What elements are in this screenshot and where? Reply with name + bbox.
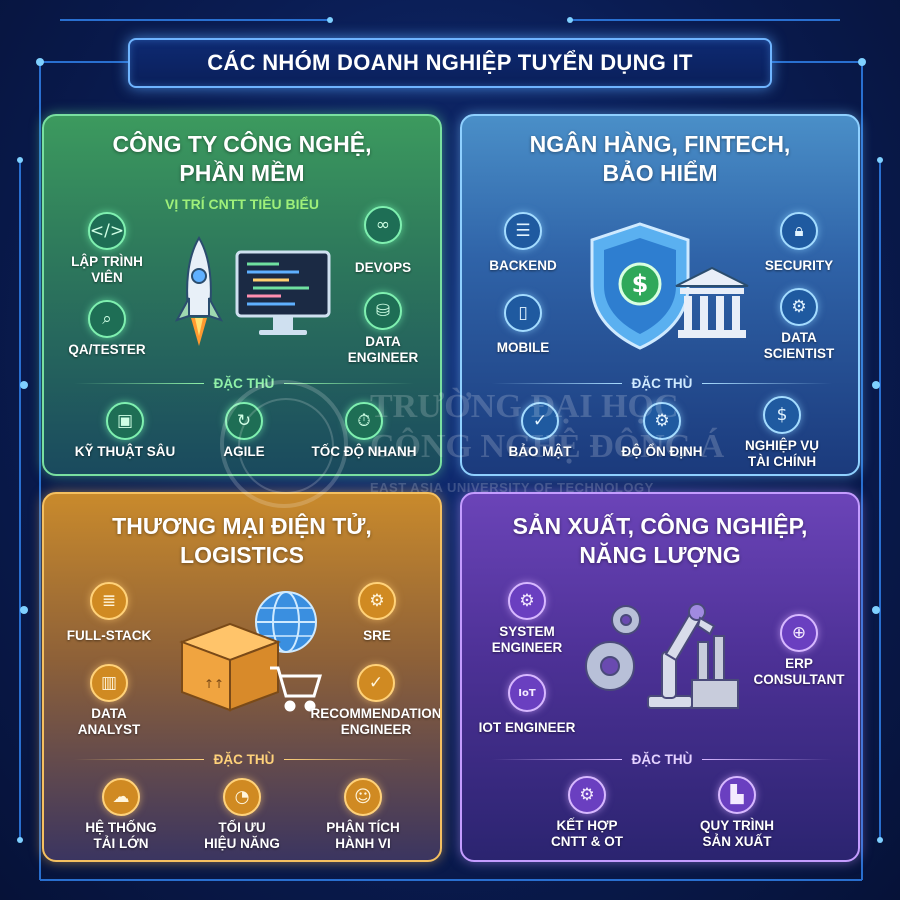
trait-security: ✓ BẢO MẬT (475, 402, 605, 460)
gear-wrench-icon: ⚙ (358, 582, 396, 620)
trait-high-load-system: ☁ HỆ THỐNG TẢI LỚN (56, 778, 186, 852)
trait-performance-optimization: ◔ TỐI ƯU HIỆU NĂNG (177, 778, 307, 852)
cloud-upload-icon: ☁ (102, 778, 140, 816)
server-icon: ☰ (504, 212, 542, 250)
panel-title-line1: NGÂN HÀNG, FINTECH, (529, 131, 791, 157)
trait-high-speed: ⏱ TỐC ĐỘ NHANH (299, 402, 429, 460)
panel-subtitle: VỊ TRÍ CNTT TIÊU BIỂU (165, 196, 319, 212)
infinity-icon: ∞ (364, 206, 402, 244)
head-gear-icon: ☺ (344, 778, 382, 816)
panel-manufacturing-energy: SẢN XUẤT, CÔNG NGHIỆP, NĂNG LƯỢNG ⚙ SYST… (460, 492, 860, 862)
panel-title-line2: PHẦN MỀM (179, 160, 305, 186)
trait-stability: ⚙ ĐỘ ỔN ĐỊNH (597, 402, 727, 460)
gear-wrench-icon: ⚙ (508, 582, 546, 620)
package-box-icon: ↑↑ (179, 622, 281, 712)
factory-icon (691, 635, 739, 709)
role-backend: ☰ BACKEND (462, 212, 588, 274)
svg-text:$: $ (632, 270, 649, 298)
traits-divider: ĐẶC THÙ (492, 751, 832, 767)
gear-check-icon: ✓ (357, 664, 395, 702)
gears-icon (585, 605, 641, 691)
trait-it-ot-integration: ⚙ KẾT HỢP CNTT & OT (522, 776, 652, 850)
trait-agile: ↻ AGILE (179, 402, 309, 460)
role-security: 🔒︎ SECURITY (734, 212, 858, 274)
role-mobile: ▯ MOBILE (462, 294, 588, 356)
magnifier-check-icon: ⌕ (88, 300, 126, 338)
panel-title-line1: CÔNG TY CÔNG NGHỆ, (112, 131, 372, 157)
database-gear-icon: ⛁ (364, 292, 402, 330)
money-hand-icon: $ (763, 396, 801, 434)
role-sre: ⚙ SRE (312, 582, 440, 644)
traits-divider: ĐẶC THÙ (492, 375, 832, 391)
stopwatch-icon: ⏱ (345, 402, 383, 440)
factory-icon: ▙ (718, 776, 756, 814)
cycle-arrow-icon: ↻ (225, 402, 263, 440)
gear-hand-icon: ⚙ (643, 402, 681, 440)
panel-title-line1: SẢN XUẤT, CÔNG NGHIỆP, (512, 513, 808, 539)
traits-divider: ĐẶC THÙ (74, 375, 414, 391)
role-iot-engineer: IoT IOT ENGINEER (462, 674, 592, 736)
rocket-icon (174, 236, 224, 346)
role-recommendation-engineer: ✓ RECOMMENDATION ENGINEER (306, 664, 440, 738)
trait-production-process: ▙ QUY TRÌNH SẢN XUẤT (672, 776, 802, 850)
role-erp-consultant: ⊕ ERP CONSULTANT (734, 614, 858, 688)
user-plus-icon: ⊕ (780, 614, 818, 652)
shield-check-icon: ✓ (521, 402, 559, 440)
globe-icon (255, 591, 317, 653)
trait-behavior-analysis: ☺ PHÂN TÍCH HÀNH VI (298, 778, 428, 852)
stack-icon: ≣ (90, 582, 128, 620)
monitor-icon (235, 250, 331, 335)
panel-title-line2: LOGISTICS (180, 542, 304, 568)
panel-title-line1: THƯƠNG MẠI ĐIỆN TỬ, (112, 513, 372, 539)
shield-lock-icon: 🔒︎ (780, 212, 818, 250)
bar-chart-icon: ▥ (90, 664, 128, 702)
iot-chip-icon: IoT (508, 674, 546, 712)
role-full-stack: ≣ FULL-STACK (44, 582, 174, 644)
panel-ecommerce-logistics: THƯƠNG MẠI ĐIỆN TỬ, LOGISTICS ↑↑ ≣ FULL-… (42, 492, 442, 862)
panel-title-line2: BẢO HIỂM (602, 160, 718, 186)
box-globe-cart-illustration: ↑↑ (179, 591, 323, 712)
role-system-engineer: ⚙ SYSTEM ENGINEER (462, 582, 592, 656)
page-title: CÁC NHÓM DOANH NGHIỆP TUYỂN DỤNG IT (207, 50, 693, 75)
traits-divider: ĐẶC THÙ (74, 751, 414, 767)
role-data-engineer: ⛁ DATA ENGINEER (318, 292, 440, 366)
panel-title-line2: NĂNG LƯỢNG (579, 542, 741, 568)
shield-bank-illustration: $ (590, 222, 749, 350)
panel-bank-fintech: NGÂN HÀNG, FINTECH, BẢO HIỂM $ ☰ BACKEND… (460, 114, 860, 476)
code-window-icon: </> (88, 212, 126, 250)
svg-text:↑↑: ↑↑ (204, 677, 224, 691)
role-data-scientist: ⚙ DATA SCIENTIST (734, 288, 858, 362)
smartphone-icon: ▯ (504, 294, 542, 332)
trait-finance-business: $ NGHIỆP VỤ TÀI CHÍNH (717, 396, 847, 470)
robot-arm-icon (647, 603, 716, 709)
trait-deep-technical: ▣ KỸ THUẬT SÂU (60, 402, 190, 460)
page-title-box: CÁC NHÓM DOANH NGHIỆP TUYỂN DỤNG IT (128, 38, 772, 88)
chip-icon: ▣ (106, 402, 144, 440)
gears-icon: ⚙ (568, 776, 606, 814)
shopping-cart-icon (270, 666, 323, 712)
role-qa-tester: ⌕ QA/TESTER (44, 300, 172, 358)
role-devops: ∞ DEVOPS (318, 206, 440, 276)
user-gear-icon: ⚙ (780, 288, 818, 326)
robot-arm-factory-illustration (585, 603, 739, 709)
rocket-monitor-illustration (174, 236, 331, 346)
role-developer: </> LẬP TRÌNH VIÊN (44, 212, 172, 286)
shield-dollar-icon: $ (590, 222, 690, 350)
speedometer-icon: ◔ (223, 778, 261, 816)
role-data-analyst: ▥ DATA ANALYST (44, 664, 174, 738)
panel-tech-software: CÔNG TY CÔNG NGHỆ, PHẦN MỀM VỊ TRÍ CNTT … (42, 114, 442, 476)
bank-building-icon (675, 266, 749, 338)
